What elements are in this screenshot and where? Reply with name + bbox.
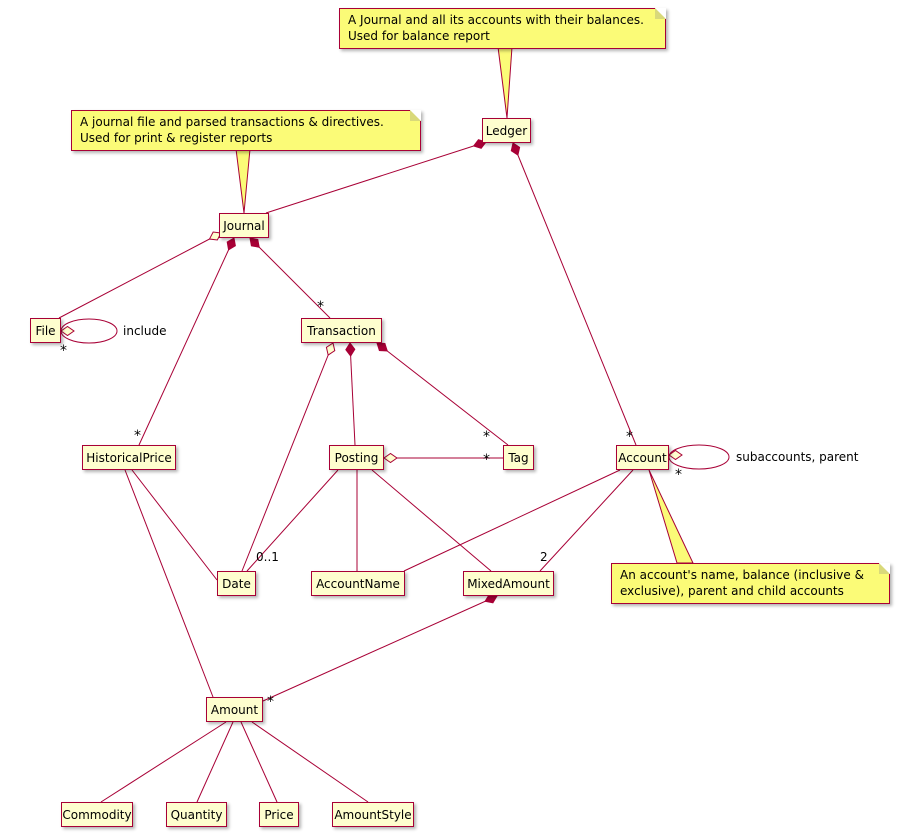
edge-posting-date-multiplicity: 0..1 <box>256 550 279 564</box>
edge-mixedamount-amount-multiplicity: * <box>267 694 274 710</box>
note-fold-corner-icon <box>410 110 421 121</box>
edge-posting-date <box>246 469 339 572</box>
edge-account-mixedamount <box>539 469 634 572</box>
edge-journal-transaction <box>249 237 331 319</box>
class-node-amount: Amount <box>206 697 263 722</box>
class-node-historicalprice: HistoricalPrice <box>82 445 176 470</box>
edge-amount-amountstyle <box>251 721 369 803</box>
edge-transaction-posting-composition-diamond-icon <box>345 342 356 357</box>
note-fold-corner-icon <box>879 563 890 574</box>
edge-transaction-tag <box>376 342 509 446</box>
edge-journal-transaction-multiplicity: * <box>317 299 324 315</box>
file-self-loop-label: include <box>123 324 166 338</box>
edge-posting-tag-aggregation-diamond-icon <box>383 452 398 464</box>
class-node-accountname: AccountName <box>311 571 405 596</box>
edge-journal-historicalprice-multiplicity: * <box>134 428 141 444</box>
edge-ledger-account-composition-diamond-icon <box>510 142 521 156</box>
file-self-loop-aggregation-diamond-icon <box>60 325 75 337</box>
note-journal-text: A journal file and parsed transactions &… <box>80 115 384 145</box>
edge-transaction-posting <box>349 342 356 446</box>
edge-journal-file-aggregation-diamond-icon <box>208 231 222 241</box>
edge-transaction-date-aggregation-diamond-icon <box>325 342 336 356</box>
class-node-tag: Tag <box>503 445 534 470</box>
note-ledger-pointer-icon <box>497 46 513 119</box>
note-account-text: An account's name, balance (inclusive & … <box>620 568 864 598</box>
edge-account-accountname <box>403 469 621 572</box>
edge-mixedamount-amount <box>262 595 498 702</box>
edge-account-mixedamount-multiplicity: 2 <box>540 550 548 564</box>
class-node-transaction: Transaction <box>301 318 382 343</box>
note-account: An account's name, balance (inclusive & … <box>611 563 890 604</box>
class-node-mixedamount: MixedAmount <box>463 571 554 596</box>
class-node-ledger: Ledger <box>482 118 531 143</box>
class-node-date: Date <box>217 571 256 596</box>
note-ledger: A Journal and all its accounts with thei… <box>339 8 666 49</box>
edge-journal-file <box>58 232 222 319</box>
edge-journal-historicalprice-composition-diamond-icon <box>226 237 236 251</box>
edge-ledger-account <box>512 142 637 446</box>
edge-amount-commodity <box>100 721 227 803</box>
class-node-posting: Posting <box>329 445 384 470</box>
note-ledger-text: A Journal and all its accounts with thei… <box>348 13 644 43</box>
class-node-commodity: Commodity <box>61 802 133 827</box>
note-journal: A journal file and parsed transactions &… <box>71 110 421 151</box>
account-self-loop-aggregation-diamond-icon <box>668 449 683 461</box>
account-self-loop <box>668 444 730 470</box>
file-self-loop-label: * <box>60 343 67 359</box>
note-fold-corner-icon <box>655 8 666 19</box>
edge-transaction-tag-composition-diamond-icon <box>376 342 388 352</box>
edge-posting-mixedamount <box>371 469 492 572</box>
edge-amount-price <box>240 721 278 803</box>
account-self-loop-label: * <box>675 467 682 483</box>
note-journal-pointer-icon <box>235 148 251 214</box>
class-node-journal: Journal <box>219 213 269 238</box>
class-node-price: Price <box>259 802 299 827</box>
edge-amount-quantity <box>196 721 234 803</box>
edge-historicalprice-date <box>131 469 218 581</box>
edge-journal-transaction-composition-diamond-icon <box>249 237 260 248</box>
edge-ledger-journal <box>265 141 487 214</box>
edge-ledger-account-multiplicity: * <box>626 429 633 445</box>
class-node-account: Account <box>616 445 669 470</box>
class-node-quantity: Quantity <box>166 802 227 827</box>
edge-historicalprice-amount <box>124 469 214 698</box>
edge-journal-historicalprice <box>138 237 235 446</box>
edge-transaction-date <box>241 342 334 572</box>
edge-posting-tag-multiplicity: * <box>483 452 490 468</box>
class-node-file: File <box>30 318 61 343</box>
account-self-loop-label: subaccounts, parent <box>736 450 859 464</box>
edge-transaction-tag-multiplicity: * <box>483 429 490 445</box>
note-account-pointer-icon <box>648 469 694 564</box>
class-node-amountstyle: AmountStyle <box>332 802 414 827</box>
